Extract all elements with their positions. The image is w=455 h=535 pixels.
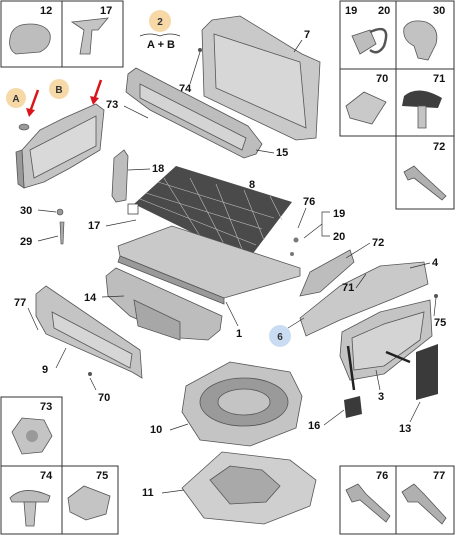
cap-part-icon [9,23,51,55]
detail-grid-bottom-left: 73 74 75 [0,396,119,535]
callout-7: 7 [304,29,310,41]
right-trims: 72 4 71 6 75 [269,237,446,347]
detail-cell-73-number: 73 [40,401,52,413]
rear-sill: 77 9 70 [14,285,143,404]
callout-8: 8 [249,179,255,191]
callout-20: 20 [333,231,345,243]
knob-clip-icon [403,20,438,61]
callout-70: 70 [98,392,110,404]
callout-10: 10 [150,424,162,436]
red-arrow-b [92,79,103,101]
callout-18: 18 [152,163,164,175]
callout-4: 4 [432,257,439,269]
variant-badge-formula: A + B [147,39,175,51]
callout-1: 1 [236,328,242,340]
detail-cell-17: 17 [61,0,124,68]
push-rivet-icon [402,90,442,108]
detail-cell-17-number: 17 [100,5,112,17]
detail-cell-76-number: 76 [376,470,388,482]
callout-15: 15 [276,147,288,159]
detail-cell-72-number: 72 [433,141,445,153]
marker-a: A [12,94,19,105]
callout-71: 71 [342,282,354,294]
side-panel: 3 16 13 [308,299,438,435]
marker-b: B [55,85,62,96]
callout-30: 30 [20,205,32,217]
cargo-net: 8 [134,166,292,260]
callout-14: 14 [84,292,97,304]
callout-13: 13 [399,423,411,435]
callout-76: 76 [303,196,315,208]
detail-cell-19-number: 19 [345,5,357,17]
callout-73: 73 [106,99,118,111]
callout-19: 19 [333,208,345,220]
detail-cell-12: 12 [0,0,63,68]
detail-cell-75-number: 75 [96,470,108,482]
tool-tray: 11 [142,451,317,525]
foam-block-16 [344,396,362,418]
spring-clip-icon [345,91,387,125]
boot-floor: 1 17 [88,203,301,340]
detail-cell-30-number: 30 [433,5,445,17]
variant-badge: 2 A + B [139,10,181,51]
mushroom-clip-icon [9,490,51,503]
callout-9: 9 [42,364,48,376]
small-bracket: 18 [111,149,164,203]
detail-grid-bottom-right: 76 77 [339,465,455,535]
marker-6: 6 [277,332,283,343]
callout-29: 29 [20,236,32,248]
detail-cell-12-number: 12 [40,5,52,17]
tie-down-ring-icon [351,29,377,55]
detail-grid-top-right: 19 20 30 70 71 72 [339,0,455,210]
parcel-shelf: 7 74 [179,15,321,141]
pin-parts: 30 29 [20,205,65,248]
rivet-pin-icon [345,483,391,523]
callout-16: 16 [308,420,320,432]
upper-trim-panel: 73 15 [106,67,288,159]
callout-11: 11 [142,487,154,499]
callout-75: 75 [434,317,446,329]
hook-group: 76 19 20 [290,196,345,256]
left-trim-panel: A B [6,79,105,189]
callout-72: 72 [372,237,384,249]
clip-hook-part-icon [70,17,109,55]
detail-cell-70-number: 70 [376,73,388,85]
spare-wheel-tub: 10 [150,361,303,447]
detail-cell-74-number: 74 [40,470,53,482]
callout-17: 17 [88,220,100,232]
foam-pad-13 [416,344,438,400]
callout-3: 3 [378,391,384,403]
red-arrow-a [28,89,40,113]
sill-trim: 14 [84,267,223,341]
detail-cell-71-number: 71 [433,73,445,85]
callout-77: 77 [14,297,26,309]
variant-badge-number: 2 [157,17,163,28]
detail-cell-77-number: 77 [433,470,445,482]
detail-cell-20-number: 20 [378,5,390,17]
square-clip-icon [67,485,111,521]
screw-icon [403,165,447,201]
flange-screw-icon [401,483,447,525]
